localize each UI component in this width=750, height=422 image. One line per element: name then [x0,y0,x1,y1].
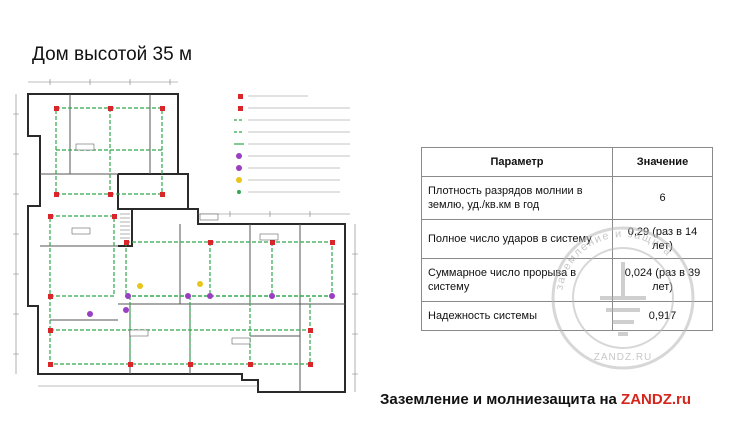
watermark-arc-text: заземление и защита [554,228,673,291]
watermark-site-text: ZANDZ.RU [594,352,653,363]
rod-markers-yellow [137,281,203,289]
row-value: 0,024 (раз в 39 лет) [612,258,713,302]
row-value: 0,917 [612,301,713,331]
table-row: Плотность разрядов молнии в землю, уд./к… [421,176,713,220]
building-walls [27,93,346,393]
rod-markers-red [48,106,335,367]
legend-symbols [234,94,244,194]
plan-legend [248,95,350,193]
parameters-table: Параметр Значение Плотность разрядов мол… [421,147,713,331]
svg-text:заземление и защита: заземление и защита [554,228,675,291]
rod-markers-purple [87,293,335,317]
interior-walls [40,94,345,392]
table-header-row: Параметр Значение [421,147,713,177]
level-tags [71,143,279,345]
row-parameter: Плотность разрядов молнии в землю, уд./к… [421,176,613,220]
row-parameter: Суммарное число прорыва в систему [421,258,613,302]
table-row: Суммарное число прорыва в систему 0,024 … [421,258,713,302]
dimension-ticks [13,79,358,375]
stair-hatch [120,213,130,239]
row-value: 6 [612,176,713,220]
ground-symbol-icon [600,262,646,336]
footer-brand-link[interactable]: ZANDZ.ru [621,391,692,408]
footer-tagline: Заземление и молниезащита на ZANDZ.ru [380,391,691,408]
floor-plan-drawing [13,79,358,393]
footer-text: Заземление и молниезащита на [380,391,622,408]
dimension-lines [15,81,356,392]
header-parameter: Параметр [421,147,613,177]
header-value: Значение [612,147,713,177]
slide-title: Дом высотой 35 м [32,44,193,65]
zandz-watermark-logo: заземление и защита ZANDZ.RU [551,226,695,370]
parameters-table-container: Параметр Значение Плотность разрядов мол… [421,147,713,331]
table-row: Надежность системы 0,917 [421,301,713,331]
